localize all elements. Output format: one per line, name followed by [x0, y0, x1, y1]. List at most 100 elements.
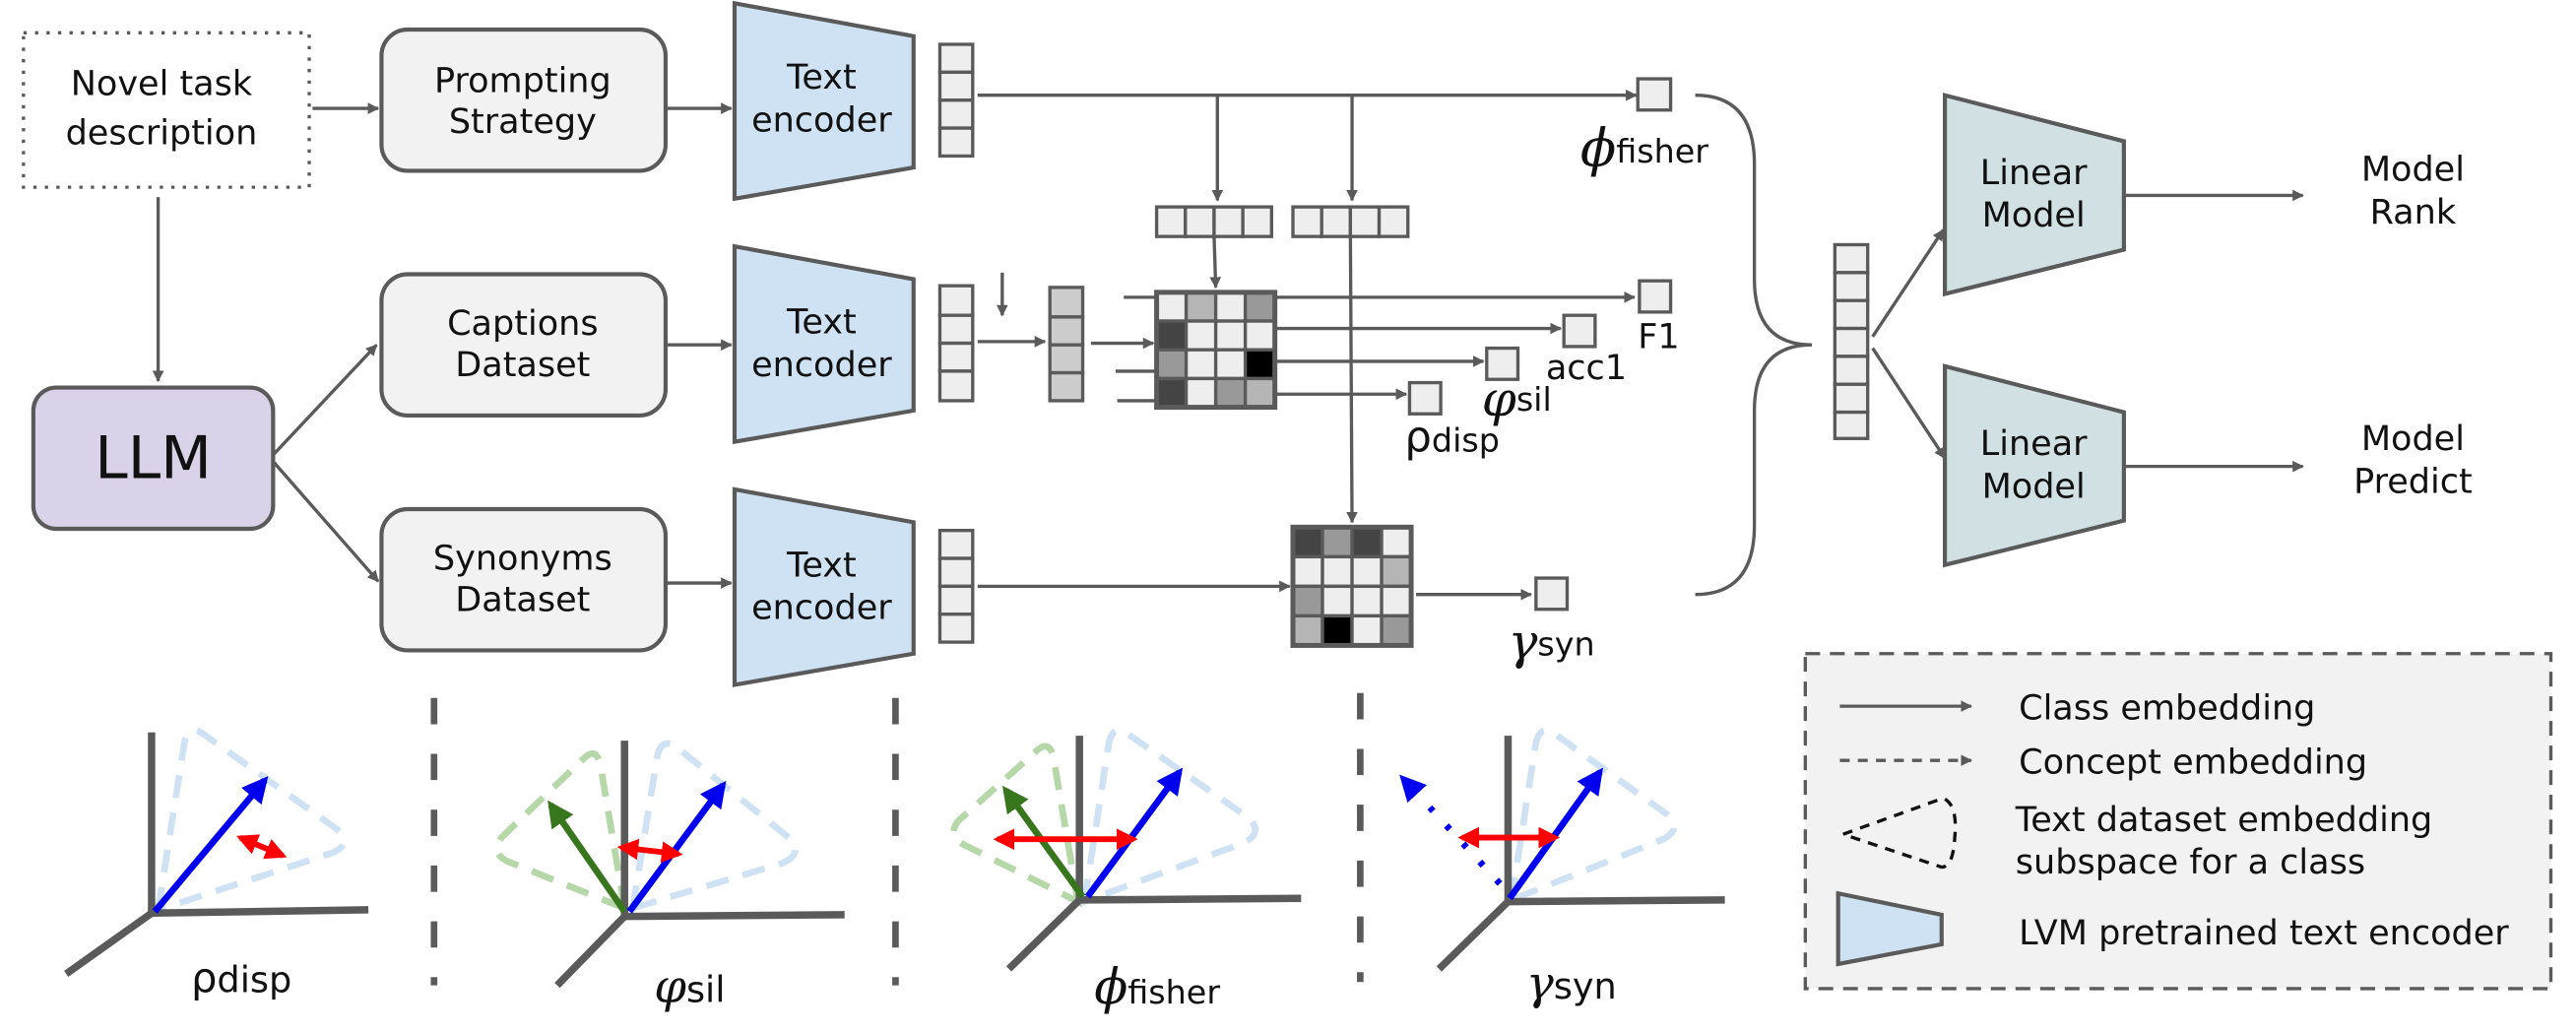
metric-label-sil: φsil — [1482, 370, 1552, 427]
matrix-cell — [1213, 348, 1248, 381]
encoder-top-line2: encoder — [751, 99, 892, 140]
subspace-green — [493, 750, 629, 914]
linear-bot-line1: Linear — [1980, 423, 2088, 464]
matrix-cell — [1350, 584, 1384, 618]
encoder-top-line1: Text — [786, 57, 857, 97]
linear-top-line1: Linear — [1980, 153, 2088, 193]
illustration-syn: γsyn — [1399, 727, 1725, 1010]
llm-label: LLM — [95, 423, 212, 492]
metric-label-fisher: ϕfisher — [1580, 116, 1708, 178]
prompting-label-line1: Prompting — [434, 60, 612, 100]
aggregated-vector — [1048, 286, 1085, 403]
matrix-cell — [1243, 348, 1277, 381]
arrow-to-linear-top — [1871, 228, 1945, 338]
synonym-vector — [1399, 774, 1503, 886]
combined-feature-vector — [1833, 242, 1870, 440]
embedding-vector-top — [937, 42, 975, 159]
matrix-cell — [1291, 584, 1324, 618]
encoder-bot-line1: Text — [786, 545, 857, 585]
metric-label-f1: F1 — [1638, 317, 1679, 357]
matrix-cell — [1291, 525, 1324, 559]
matrix-cell — [1320, 613, 1354, 648]
legend-item-subspace-line2: subspace for a class — [2016, 842, 2365, 882]
linear-top-line2: Model — [1982, 195, 2086, 235]
matrix-cell — [1291, 613, 1324, 648]
linear-model-top: Linear Model — [1943, 93, 2126, 297]
metric-label-disp: ρdisp — [1404, 414, 1500, 463]
matrix-cell — [1320, 554, 1354, 589]
metric-box-acc1 — [1562, 313, 1597, 349]
subspace-blue — [628, 740, 799, 913]
metric-box-sil — [1485, 346, 1520, 381]
metric-label-acc1: acc1 — [1546, 348, 1627, 388]
legend-item-subspace-line1: Text dataset embedding — [2015, 800, 2432, 840]
class-vector — [1084, 767, 1184, 899]
text-encoder-mid: Text encoder — [732, 243, 916, 445]
captions-dataset-node: Captions Dataset — [379, 272, 669, 419]
concept-vector-1 — [1154, 205, 1273, 238]
axis-x — [624, 911, 845, 921]
embedding-vector-bot — [937, 529, 975, 644]
matrix-cell — [1243, 291, 1277, 323]
similarity-matrix-captions — [1154, 290, 1278, 411]
matrix-cell — [1380, 554, 1413, 589]
metric-box-fisher — [1636, 77, 1673, 112]
arrow-to-linear-bot — [1871, 347, 1947, 460]
output-model-predict-line1: Model — [2361, 419, 2465, 459]
matrix-cell — [1213, 291, 1248, 323]
illustration-label-sil: φsil — [654, 960, 725, 1013]
legend-cone-icon — [1837, 796, 1958, 870]
subspace-blue — [1080, 727, 1258, 907]
encoder-mid-line1: Text — [786, 302, 857, 343]
subspace-green — [950, 742, 1082, 908]
encoder-bot-line2: encoder — [751, 588, 892, 628]
legend-encoder-icon — [1835, 890, 1944, 967]
other-class-vector — [547, 800, 627, 914]
matrix-cell — [1350, 525, 1384, 559]
matrix-cell — [1320, 525, 1354, 559]
axis-z — [554, 913, 627, 989]
axis-z — [1436, 898, 1512, 972]
axis-x — [151, 906, 369, 918]
illustration-label-fisher: ϕfisher — [1094, 958, 1220, 1015]
matrix-cell — [1380, 525, 1413, 559]
axis-z — [1005, 897, 1082, 972]
matrix-cell — [1184, 376, 1218, 410]
concept-vector-2 — [1291, 205, 1410, 238]
synonyms-label-line2: Dataset — [455, 579, 590, 619]
encoder-mid-line2: encoder — [751, 345, 892, 385]
arrow-llm-to-synonyms — [272, 460, 380, 583]
matrix-outline — [1290, 524, 1414, 648]
captions-label-line2: Dataset — [455, 345, 590, 385]
axis-z — [64, 910, 155, 978]
matrix-cell — [1213, 319, 1248, 352]
matrix-cell — [1350, 554, 1384, 589]
matrix-cell — [1291, 554, 1324, 589]
distance-arrow — [616, 838, 683, 864]
matrix-cell — [1154, 319, 1189, 352]
brace — [1695, 94, 1813, 597]
illustration-disp: ρdisp — [64, 727, 369, 1001]
prompting-label-line2: Strategy — [449, 101, 597, 142]
legend-item-concept-embedding: Concept embedding — [2019, 742, 2367, 782]
matrix-cell — [1380, 613, 1413, 648]
captions-label-line1: Captions — [447, 303, 598, 344]
metric-box-disp — [1407, 380, 1443, 416]
matrix-cell — [1184, 348, 1218, 381]
matrix-cell — [1350, 613, 1384, 648]
matrix-cell — [1184, 291, 1218, 323]
task-label-line1: Novel task — [71, 64, 253, 104]
matrix-cell — [1154, 291, 1189, 323]
output-model-predict-line2: Predict — [2353, 461, 2473, 501]
arrow-concept2-to-syn-matrix — [1346, 236, 1358, 524]
illustration-sil: φsil — [493, 740, 845, 1013]
task-description-node: Novel task description — [22, 31, 311, 189]
legend: Class embedding Concept embedding Text d… — [1803, 652, 2553, 991]
subspace-blue — [154, 727, 348, 915]
matrix-cell — [1213, 376, 1248, 410]
arrow-llm-to-captions — [272, 344, 378, 457]
similarity-matrix-synonyms — [1290, 524, 1414, 648]
text-encoder-bot: Text encoder — [732, 486, 916, 687]
matrix-cell — [1243, 376, 1277, 410]
